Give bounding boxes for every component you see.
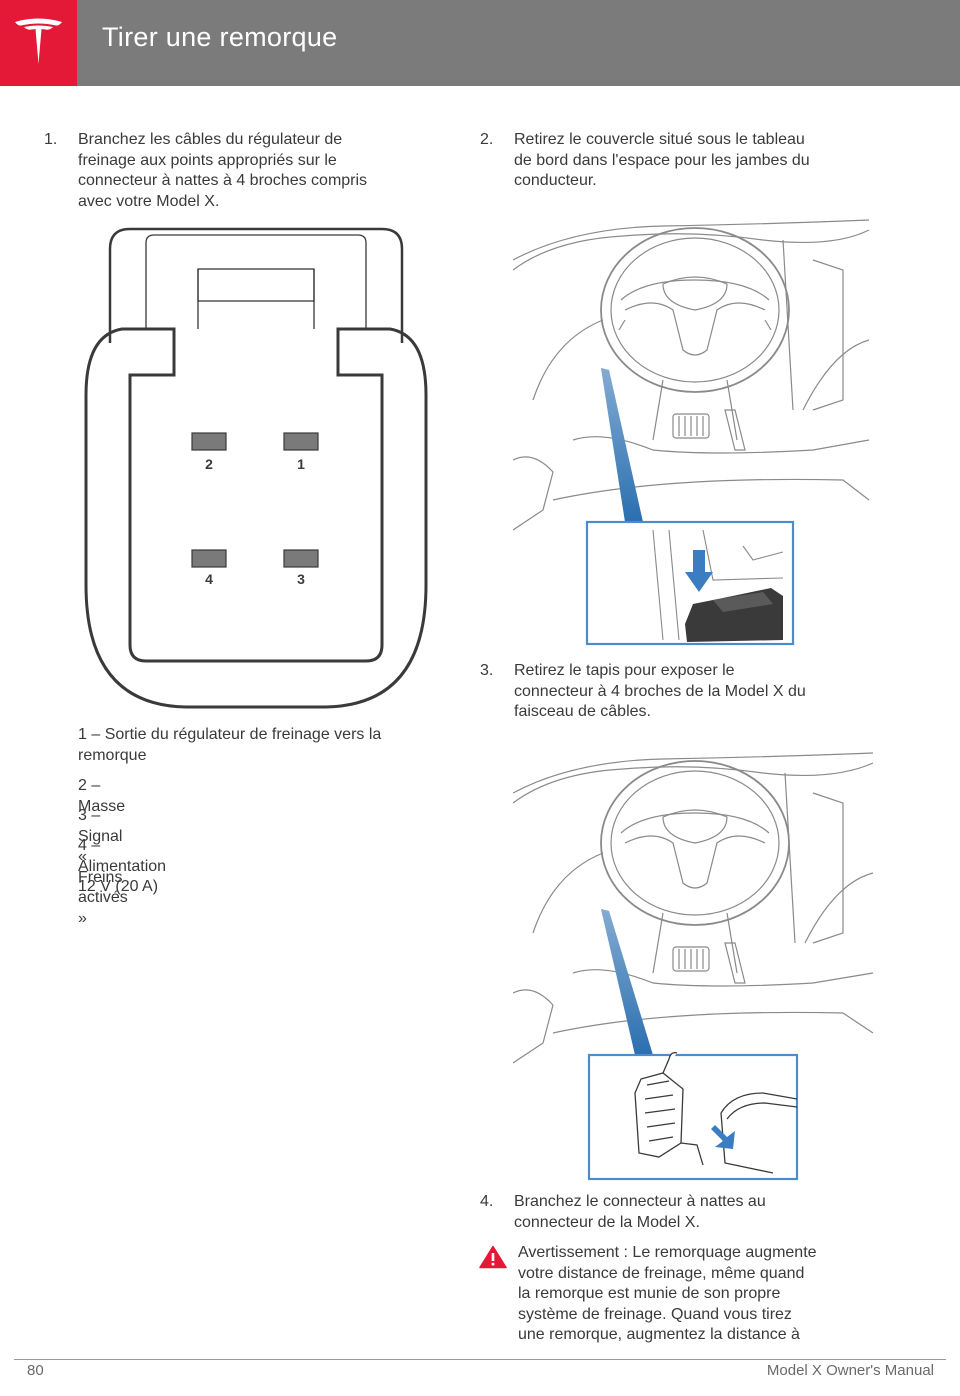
manual-title: Model X Owner's Manual (766, 1362, 934, 1379)
step-line: connecteur à 4 broches de la Model X du (514, 682, 806, 700)
step-line: conducteur. (514, 172, 597, 189)
page-title: Tirer une remorque (102, 22, 338, 52)
step-line: Branchez les câbles du régulateur de (78, 131, 343, 148)
step-text: Retirez le couvercle situé sous le table… (514, 130, 880, 192)
warning-line: une remorque, augmentez la distance à (518, 1326, 800, 1343)
pin-4 (191, 549, 227, 568)
step-line: freinage aux points appropriés sur le (78, 151, 337, 169)
step-text: Branchez le connecteur à nattes au conne… (514, 1192, 880, 1233)
legend-line: remorque (78, 746, 147, 764)
connector-diagram: 2 1 4 3 (84, 227, 428, 709)
step-number: 2. (480, 131, 494, 148)
step-number: 1. (44, 131, 58, 148)
step-line: Retirez le couvercle situé sous le table… (514, 131, 805, 148)
step-line: avec votre Model X. (78, 192, 220, 210)
step-line: faisceau de câbles. (514, 703, 651, 720)
step-text: Branchez les câbles du régulateur de fre… (78, 130, 444, 212)
step-line: Branchez le connecteur à nattes au (514, 1193, 766, 1210)
pin-label-3: 3 (297, 571, 305, 587)
legend-item: 2 – Masse (78, 777, 126, 815)
warning-line: système de freinage. Quand vous tirez (518, 1305, 792, 1323)
footer-divider (14, 1359, 946, 1360)
warning-triangle-icon (479, 1245, 507, 1269)
pin-label-2: 2 (205, 456, 213, 472)
legend-item: 4 – Alimentation 12 V (20 A) (78, 837, 167, 895)
warning-text: Avertissement : Le remorquage augmente v… (518, 1243, 878, 1346)
floor-mat-illustration (513, 752, 874, 1181)
tesla-logo-icon (15, 18, 62, 64)
legend-item: 1 – Sortie du régulateur de freinage ver… (78, 725, 444, 766)
pin-3 (283, 549, 319, 568)
dashboard-cover-illustration (513, 219, 870, 646)
step-line: connecteur à nattes à 4 broches compris (78, 172, 368, 189)
brand-logo-box (0, 0, 77, 86)
warning-line: votre distance de freinage, même quand (518, 1264, 805, 1282)
step-line: de bord dans l'espace pour les jambes du (514, 151, 810, 169)
step-number: 3. (480, 662, 494, 679)
warning-line: la remorque est munie de son propre (518, 1285, 781, 1302)
step-line: Retirez le tapis pour exposer le (514, 662, 735, 679)
page-number: 80 (27, 1362, 44, 1379)
step-number: 4. (480, 1193, 494, 1210)
step-text: Retirez le tapis pour exposer le connect… (514, 661, 880, 723)
pin-2 (191, 432, 227, 451)
legend-item: 3 – Signal « Freins activés » (78, 807, 128, 927)
legend-line: 1 – Sortie du régulateur de freinage ver… (78, 726, 382, 743)
pin-1 (283, 432, 319, 451)
page-header: Tirer une remorque (0, 0, 960, 86)
step-line: connecteur de la Model X. (514, 1213, 700, 1231)
pin-label-1: 1 (297, 456, 305, 472)
pin-label-4: 4 (205, 571, 213, 587)
warning-line: Avertissement : Le remorquage augmente (518, 1244, 817, 1261)
